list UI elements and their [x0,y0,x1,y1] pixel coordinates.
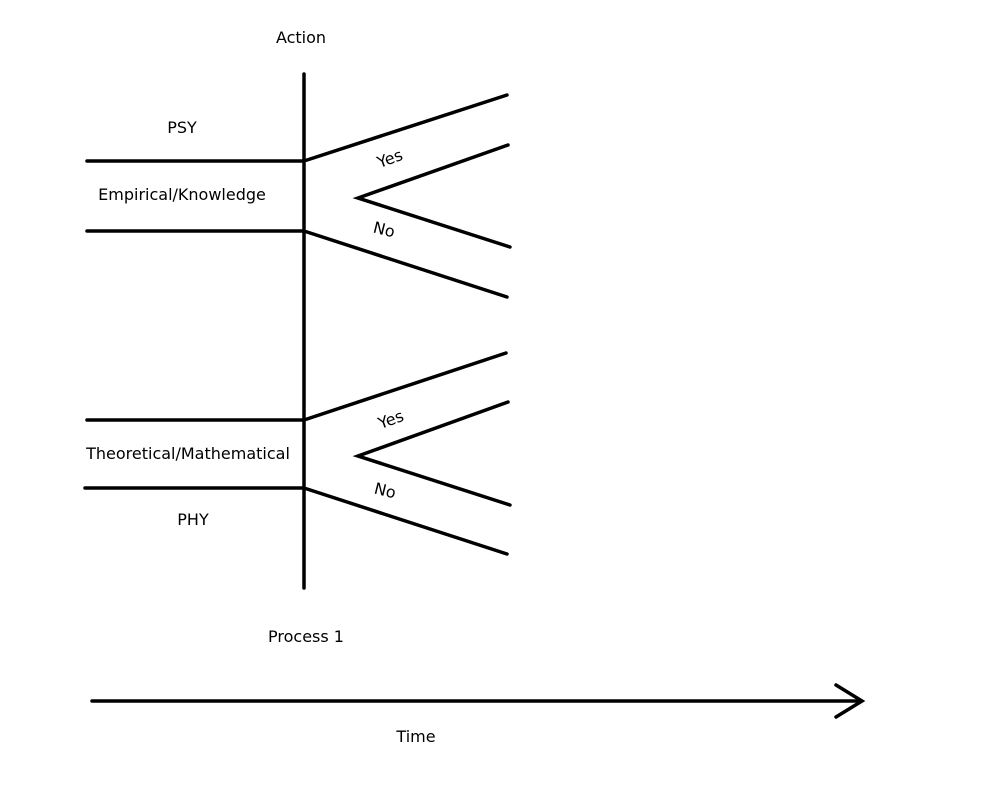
top-yes-outer-branch [302,93,509,163]
process-label: Process 1 [268,627,344,646]
empirical-knowledge-label: Empirical/Knowledge [98,185,266,204]
theoretical-mathematical-label: Theoretical/Mathematical [86,444,290,463]
top-no-label: No [371,217,397,242]
action-label: Action [275,28,327,47]
top-no-outer-branch [302,229,509,299]
bottom-yes-outer-branch [302,351,508,422]
time-label: Time [396,727,436,746]
bottom-no-outer-branch [302,486,509,556]
bottom-no-label: No [372,478,398,503]
phy-label: PHY [177,510,209,529]
time-arrow-head [834,683,866,719]
psy-label: PSY [167,118,197,137]
bottom-inner-chevron [352,400,512,507]
top-inner-chevron [352,143,512,249]
